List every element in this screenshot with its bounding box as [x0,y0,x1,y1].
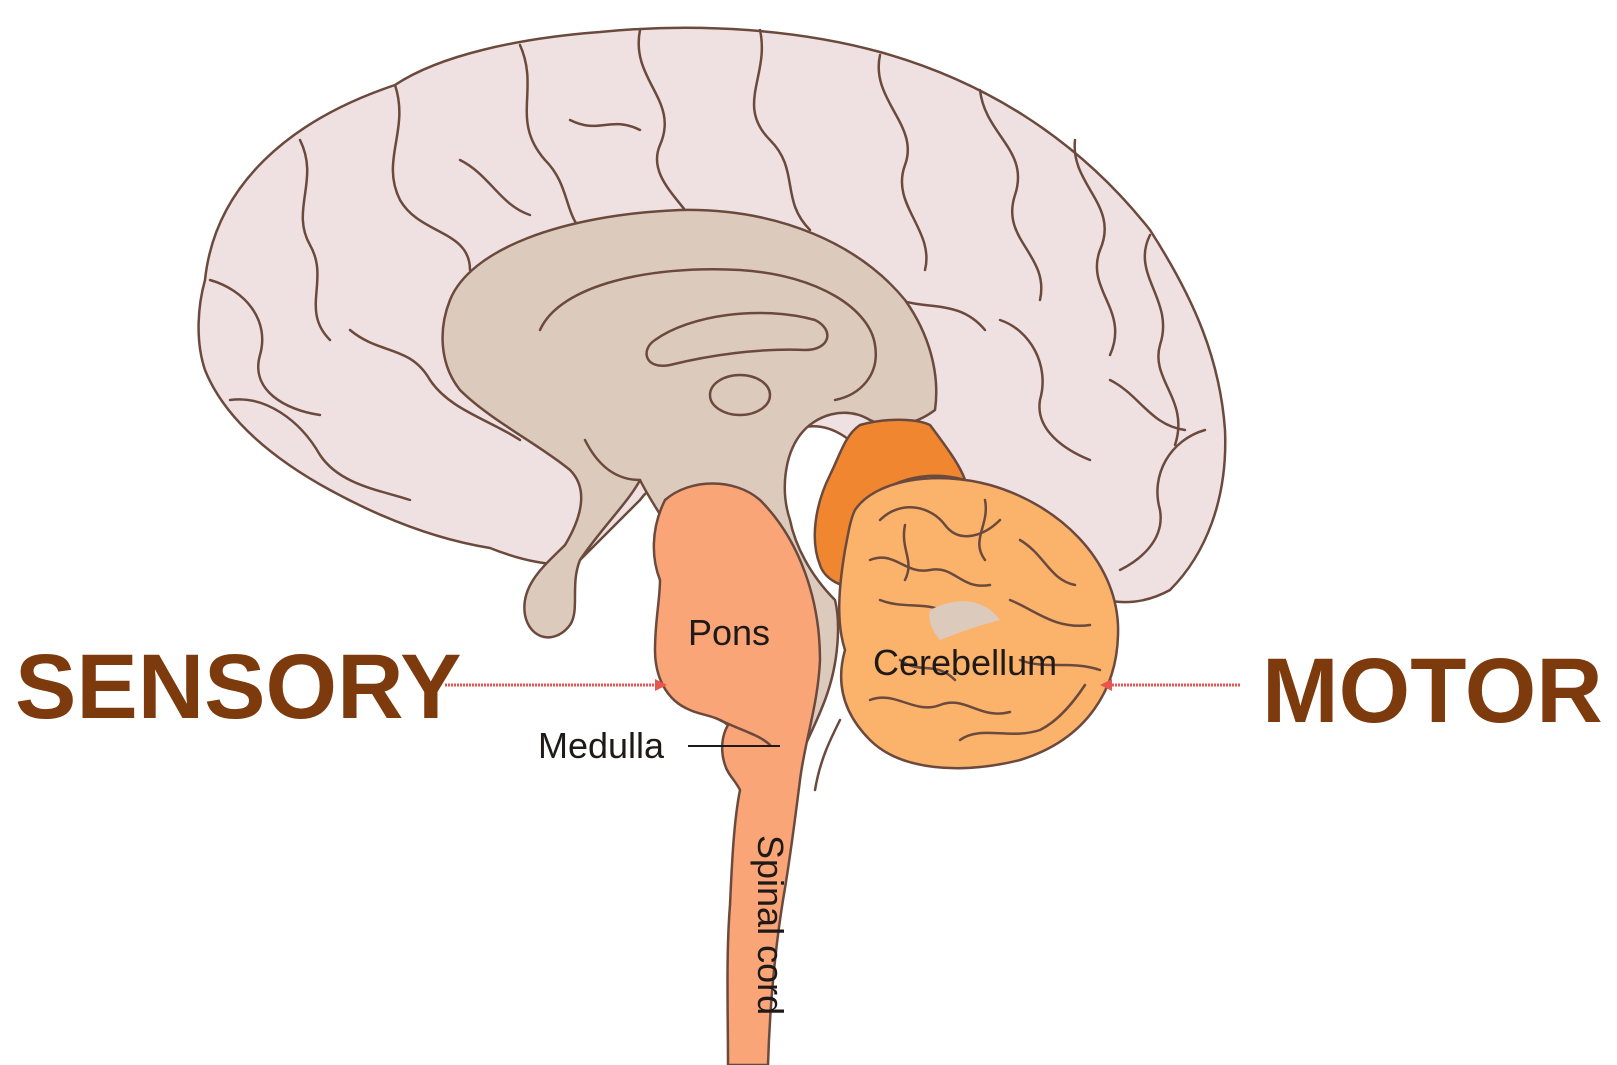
pons-label: Pons [688,612,770,653]
cerebellum-label: Cerebellum [873,642,1057,683]
spinal-cord-label: Spinal cord [750,835,791,1015]
motor-label: MOTOR [1262,640,1603,742]
brainstem [654,484,820,1065]
sensory-label: SENSORY [15,636,461,738]
medulla-label: Medulla [538,725,665,766]
